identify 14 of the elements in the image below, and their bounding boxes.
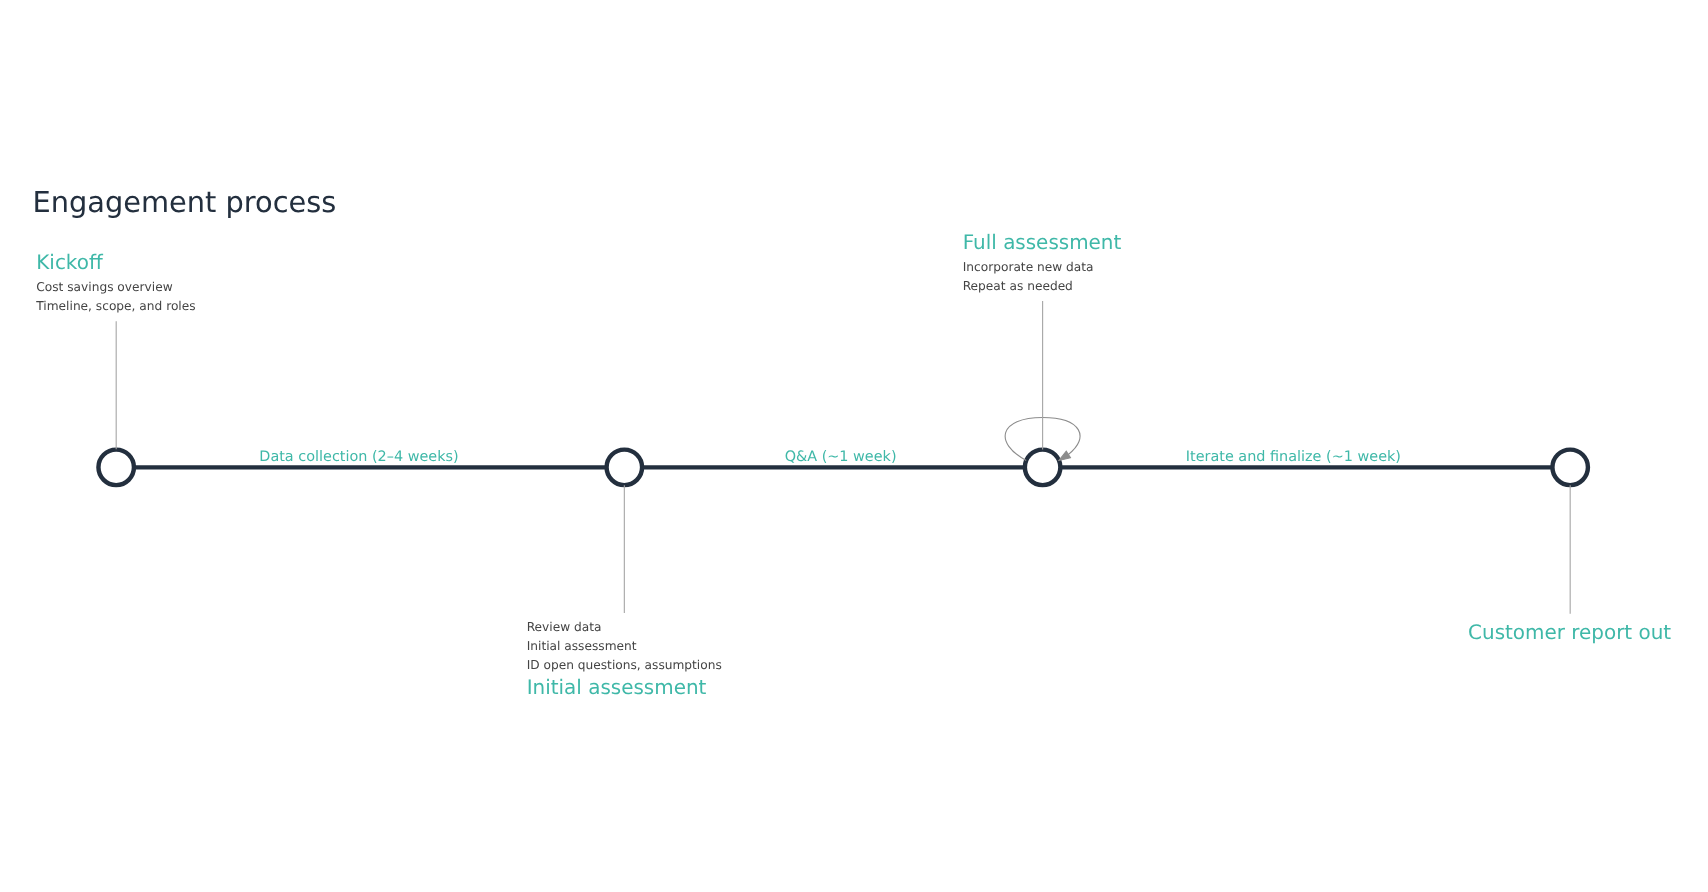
node-circle <box>604 447 645 488</box>
node-circle <box>1022 447 1063 488</box>
diagram-title: Engagement process <box>32 187 337 220</box>
arrow <box>1004 416 1081 462</box>
connector <box>642 465 1025 470</box>
connector <box>623 484 625 614</box>
connector <box>1042 300 1044 450</box>
connector <box>115 320 117 450</box>
node-circle <box>1550 447 1591 488</box>
node-text: Customer report out <box>1468 622 1672 645</box>
connector <box>134 465 607 470</box>
connector <box>1060 465 1552 470</box>
node-circle <box>96 447 137 488</box>
connector <box>1569 484 1571 615</box>
